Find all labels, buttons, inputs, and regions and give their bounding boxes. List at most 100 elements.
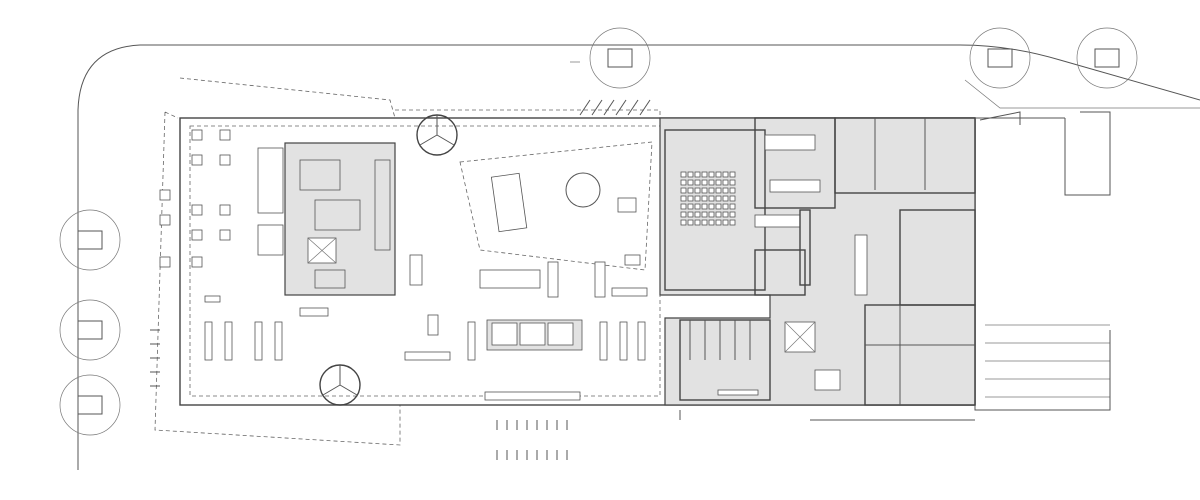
- auditorium-seat: [708, 171, 715, 178]
- auditorium-seat: [694, 211, 701, 218]
- cafe-table: [219, 204, 231, 216]
- bookshelves: [204, 321, 646, 361]
- cafe-table: [219, 229, 231, 241]
- auditorium-seat: [708, 211, 715, 218]
- auditorium-seat: [687, 203, 694, 210]
- auditorium-seat: [701, 195, 708, 202]
- auditorium-seat: [708, 187, 715, 194]
- auditorium: [664, 129, 766, 291]
- auditorium-seat: [722, 203, 729, 210]
- site-boundary-inner: [570, 61, 1200, 109]
- auditorium-seat: [694, 187, 701, 194]
- bookshelf: [637, 321, 646, 361]
- auditorium-seat: [701, 211, 708, 218]
- annex: [679, 111, 1111, 421]
- auditorium-seat: [694, 219, 701, 226]
- auditorium-seat: [680, 171, 687, 178]
- auditorium-seat: [680, 195, 687, 202]
- auditorium-seat: [687, 187, 694, 194]
- cafe-table: [159, 214, 171, 226]
- auditorium-seat: [687, 179, 694, 186]
- tree-canopy: [1076, 27, 1138, 89]
- tree-icon: [1076, 27, 1138, 89]
- tree-planter: [607, 48, 633, 68]
- auditorium-seat: [694, 195, 701, 202]
- bookshelf: [274, 321, 283, 361]
- auditorium-seat: [708, 195, 715, 202]
- auditorium-seat: [701, 171, 708, 178]
- auditorium-seat: [715, 179, 722, 186]
- auditorium-seat: [701, 187, 708, 194]
- east-wing: [659, 117, 976, 406]
- auditorium-seat: [701, 219, 708, 226]
- central-pavilion: [459, 141, 653, 271]
- bookshelf: [204, 321, 213, 361]
- auditorium-seat: [701, 179, 708, 186]
- cafe-table: [191, 204, 203, 216]
- tree-icon: [59, 209, 121, 271]
- auditorium-seat: [687, 211, 694, 218]
- trees: [59, 27, 1138, 436]
- tree-planter: [1094, 48, 1120, 68]
- cafe-table: [159, 189, 171, 201]
- central-core: [257, 142, 396, 296]
- tree-canopy: [589, 27, 651, 89]
- tree-canopy: [59, 299, 121, 361]
- furniture: [204, 197, 648, 401]
- canopy-outline: [154, 77, 401, 446]
- parking-stripe: [603, 99, 615, 116]
- auditorium-seat: [729, 203, 736, 210]
- cafe-table: [191, 256, 203, 268]
- auditorium-seat: [680, 211, 687, 218]
- site-boundary: [77, 44, 1200, 470]
- cafe-table: [191, 229, 203, 241]
- auditorium-seat: [687, 171, 694, 178]
- auditorium-seat: [680, 219, 687, 226]
- parking-stripe: [615, 99, 627, 116]
- auditorium-seat: [708, 219, 715, 226]
- auditorium-seat: [722, 195, 729, 202]
- bookshelf: [254, 321, 263, 361]
- auditorium-seat: [694, 171, 701, 178]
- auditorium-seat: [708, 203, 715, 210]
- revolving-door-north[interactable]: [416, 114, 458, 156]
- parking-stripes: [150, 99, 1110, 460]
- tree-icon: [59, 299, 121, 361]
- auditorium-seat: [722, 211, 729, 218]
- auditorium-seat: [715, 195, 722, 202]
- tree-planter: [77, 395, 103, 415]
- auditorium-seat: [680, 187, 687, 194]
- auditorium-seat: [729, 195, 736, 202]
- tree-canopy: [969, 27, 1031, 89]
- parking-stripe: [591, 99, 603, 116]
- auditorium-seat: [694, 179, 701, 186]
- cafe-table: [191, 154, 203, 166]
- cafe-tables: [159, 129, 231, 268]
- parking-stripe: [639, 99, 651, 116]
- auditorium-seat: [729, 171, 736, 178]
- auditorium-seat: [722, 171, 729, 178]
- bookshelf: [467, 321, 476, 361]
- auditorium-seat: [722, 179, 729, 186]
- tree-planter: [77, 230, 103, 250]
- parking-stripe: [627, 99, 639, 116]
- auditorium-seat: [715, 187, 722, 194]
- auditorium-seat: [715, 219, 722, 226]
- tree-icon: [589, 27, 651, 89]
- auditorium-seat: [715, 203, 722, 210]
- cafe-table: [219, 154, 231, 166]
- auditorium-seat: [715, 211, 722, 218]
- tree-canopy: [59, 209, 121, 271]
- tree-icon: [59, 374, 121, 436]
- auditorium-seat: [701, 203, 708, 210]
- bookshelf: [619, 321, 628, 361]
- revolving-door-south[interactable]: [319, 364, 361, 406]
- auditorium-seat: [722, 219, 729, 226]
- bookshelf: [599, 321, 608, 361]
- auditorium-seat: [694, 203, 701, 210]
- auditorium-seat: [729, 211, 736, 218]
- cafe-table: [159, 256, 171, 268]
- auditorium-seat: [680, 203, 687, 210]
- auditorium-seat: [722, 187, 729, 194]
